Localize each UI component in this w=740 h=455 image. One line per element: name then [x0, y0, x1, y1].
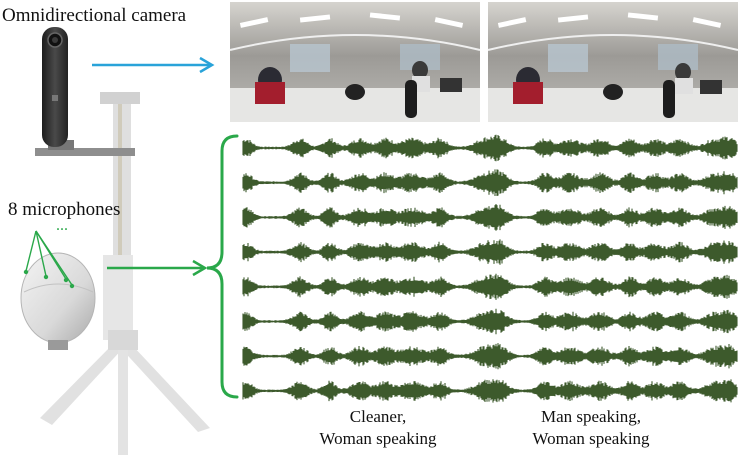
- waveform-channels: [242, 134, 738, 403]
- caption-right-line-1: Man speaking,: [540, 407, 642, 426]
- waveform-channel-1: [242, 134, 738, 162]
- caption-right-line-2: Woman speaking: [532, 429, 650, 448]
- omnidirectional-camera-icon: [42, 27, 68, 147]
- waveform-channel-4: [242, 239, 738, 265]
- waveform-channel-7: [242, 343, 738, 370]
- microphones-label: 8 microphones: [8, 199, 121, 220]
- waveform-channel-3: [242, 204, 738, 231]
- waveform-channel-8: [242, 379, 738, 403]
- video-frame-1: [229, 2, 481, 122]
- spherical-microphone-array-icon: [20, 252, 96, 350]
- caption-left-line-2: Woman speaking: [319, 429, 437, 448]
- microphone-dots: [23, 269, 75, 289]
- microphones-ellipsis: ...: [56, 217, 68, 234]
- caption-left-line-1: Cleaner,: [349, 407, 407, 426]
- waveform-channel-2: [242, 169, 738, 196]
- waveform-channel-5: [242, 273, 738, 300]
- waveform-channel-6: [242, 308, 738, 335]
- camera-to-frames-arrow: [92, 56, 215, 74]
- caption-right: Man speaking, Woman speaking: [501, 406, 681, 450]
- camera-label: Omnidirectional camera: [2, 5, 187, 26]
- channel-brace: [206, 134, 239, 399]
- microphone-pointer-lines: [25, 230, 73, 286]
- caption-left: Cleaner, Woman speaking: [288, 406, 468, 450]
- video-frame-2: [487, 2, 739, 122]
- tripod-stand-icon: [40, 92, 210, 455]
- mics-to-waveforms-arrow: [107, 259, 208, 277]
